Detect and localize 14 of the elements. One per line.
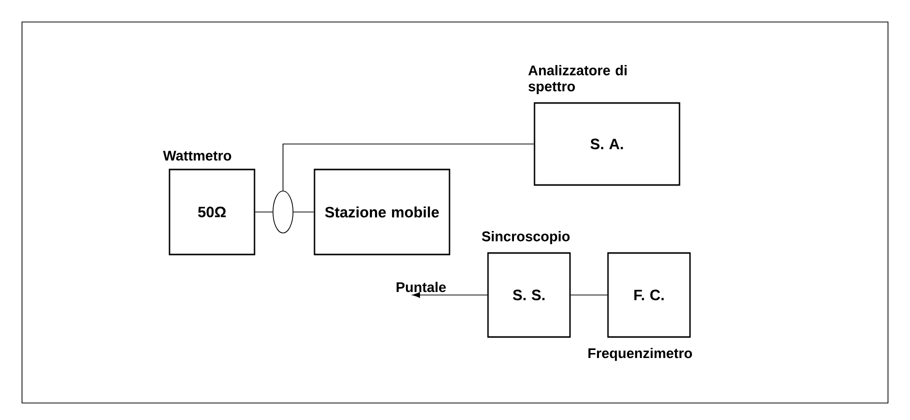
instrument-box: S. A. xyxy=(534,102,680,186)
instrument-box: 50Ω xyxy=(168,168,256,256)
probe-label: Puntale xyxy=(396,282,446,292)
instrument-name: Frequenzimetro xyxy=(588,348,692,361)
instrument-name: Analizzatore di spettro xyxy=(528,65,627,94)
connecting-line xyxy=(570,294,608,296)
instrument-box: Stazione mobile xyxy=(314,168,450,256)
instrument-name: Wattmetro xyxy=(163,150,232,161)
instrument-box: F. C. xyxy=(607,252,691,338)
instrument-box: S. S. xyxy=(487,252,571,338)
connecting-line xyxy=(282,144,534,191)
arrow xyxy=(412,292,488,298)
cable-clamp xyxy=(272,190,294,234)
instrument-name: Sincroscopio xyxy=(482,231,570,244)
